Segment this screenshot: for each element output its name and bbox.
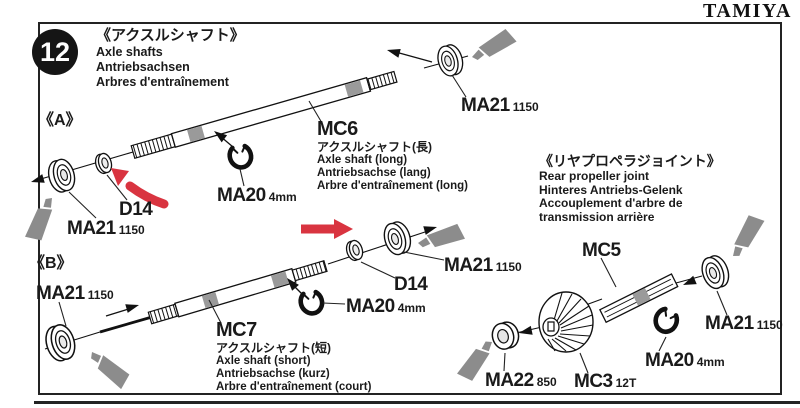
next-panel-rule — [34, 401, 800, 404]
step-number-badge: 12 — [32, 29, 78, 75]
e-ring-ma20-b — [297, 288, 325, 317]
bearing-ma21-b-left — [41, 321, 80, 365]
bearing-ma21-b-right — [380, 218, 415, 258]
assembly-arrow-icon — [385, 45, 401, 58]
red-highlight-arrow — [301, 219, 353, 239]
bearing-ma21-a-left — [44, 156, 79, 196]
section-b-drawing — [41, 218, 466, 392]
grease-tube-icon — [415, 223, 466, 250]
grease-tube-icon — [467, 26, 518, 64]
e-ring-ma20-a — [226, 142, 254, 171]
section-a-label: 《A》 — [38, 112, 82, 129]
shaft-mc7-drawing — [147, 260, 328, 325]
label-d14-a: D14 — [119, 199, 153, 220]
ring-ma22-drawing — [491, 321, 520, 350]
step-title-jp: 《アクスルシャフト》 — [96, 27, 245, 44]
label-mc6-block: MC6 アクスルシャフト(長) Axle shaft (long) Antrie… — [317, 118, 468, 193]
shaft-mc6-drawing — [130, 70, 398, 159]
bearing-ma21-joint — [697, 252, 734, 293]
label-d14-b: D14 — [394, 274, 428, 295]
washer-d14-b — [343, 238, 366, 263]
grease-tube-icon — [723, 211, 767, 261]
label-mc5: MC5 — [582, 240, 621, 261]
bearing-ma21-a-right — [434, 41, 467, 79]
grease-tube-icon — [86, 343, 133, 392]
brand-logo: TAMIYA — [702, 0, 792, 22]
assembly-arrow-icon — [125, 300, 141, 313]
step-titles: 《アクスルシャフト》 Axle shafts Antriebsachsen Ar… — [96, 26, 245, 90]
section-a-drawing — [22, 26, 518, 245]
red-highlight-arrow — [111, 168, 169, 209]
grease-tube-icon — [22, 194, 63, 245]
label-mc7-block: MC7 アクスルシャフト(短) Axle shaft (short) Antri… — [216, 319, 372, 394]
step-title-en: Axle shafts — [96, 45, 163, 59]
step-title-fr: Arbres d'entraînement — [96, 75, 229, 89]
section-b-label: 《B》 — [29, 255, 73, 272]
e-ring-ma20-joint — [653, 307, 679, 334]
shaft-mc5-drawing — [599, 273, 679, 324]
washer-d14-a — [92, 151, 115, 176]
assembly-arrow-icon — [29, 174, 45, 187]
step-title-de: Antriebsachsen — [96, 60, 190, 74]
rear-joint-text: 《リヤプロペラジョイント》 Rear propeller joint Hinte… — [539, 153, 721, 224]
gear-mc3-drawing — [538, 291, 594, 353]
rear-joint-drawing — [454, 211, 767, 385]
